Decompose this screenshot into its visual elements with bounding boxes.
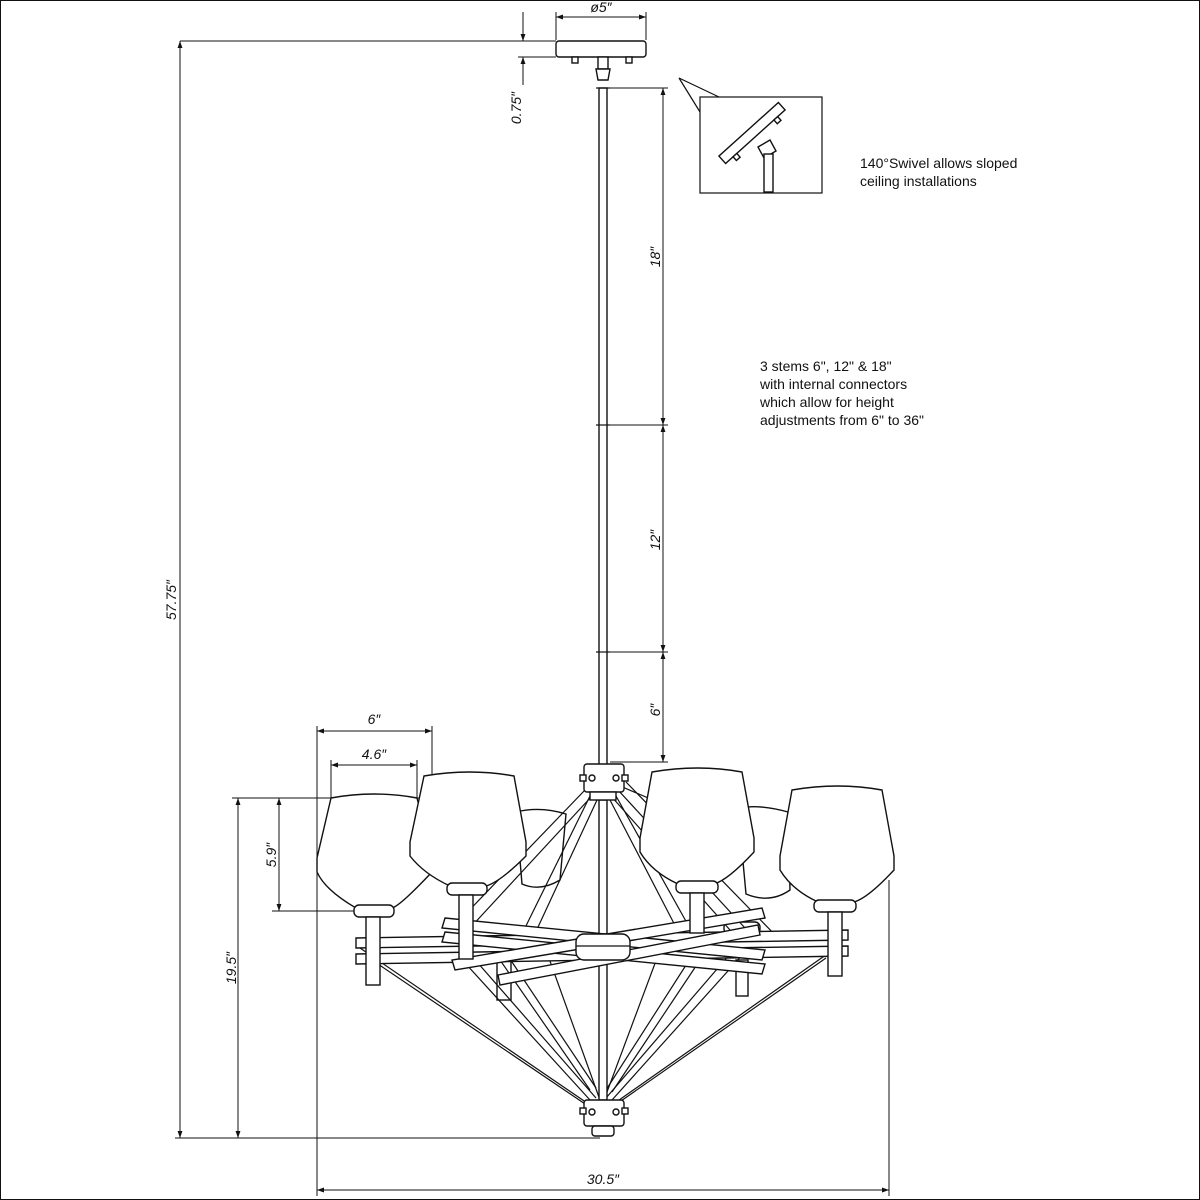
stem-6-label: 6″ <box>647 703 663 717</box>
stem-12-label: 12″ <box>647 529 663 551</box>
shade-front-left <box>409 771 527 960</box>
chandelier-body <box>316 763 895 1137</box>
stem <box>596 87 610 771</box>
fixture-height-label: 19.5″ <box>223 951 239 984</box>
stems-note-line-3: which allow for height <box>760 394 894 410</box>
shade-height-label: 5.9″ <box>263 842 279 867</box>
shade-front-right <box>639 767 755 934</box>
shade-inner-width-label: 4.6″ <box>362 746 387 762</box>
swivel-note: 140°Swivel allows sloped ceiling install… <box>860 154 1017 190</box>
shade-front-far-right <box>779 785 895 977</box>
bottom-hub <box>579 1099 629 1137</box>
stems-note-line-1: 3 stems 6", 12" & 18" <box>760 358 892 374</box>
swivel-detail-inset <box>678 77 823 194</box>
shade-width-label: 6″ <box>368 711 382 727</box>
stems-note-line-4: adjustments from 6" to 36" <box>760 412 925 428</box>
shade-front-far-left <box>316 793 433 986</box>
overall-height-label: 57.75″ <box>163 579 179 620</box>
swivel-note-line-1: 140°Swivel allows sloped <box>860 155 1018 171</box>
canopy-height-label: 0.75″ <box>508 91 524 124</box>
stem-18-label: 18″ <box>647 246 663 268</box>
center-hub <box>575 933 631 961</box>
swivel-note-line-2: ceiling installations <box>860 173 977 189</box>
canopy-diameter-label: ø5″ <box>590 0 612 15</box>
stems-note-line-2: with internal connectors <box>760 376 908 392</box>
canopy <box>555 40 647 81</box>
top-hub <box>579 763 629 801</box>
stems-note: 3 stems 6", 12" & 18" with internal conn… <box>760 357 924 429</box>
overall-width-label: 30.5″ <box>587 1171 620 1187</box>
